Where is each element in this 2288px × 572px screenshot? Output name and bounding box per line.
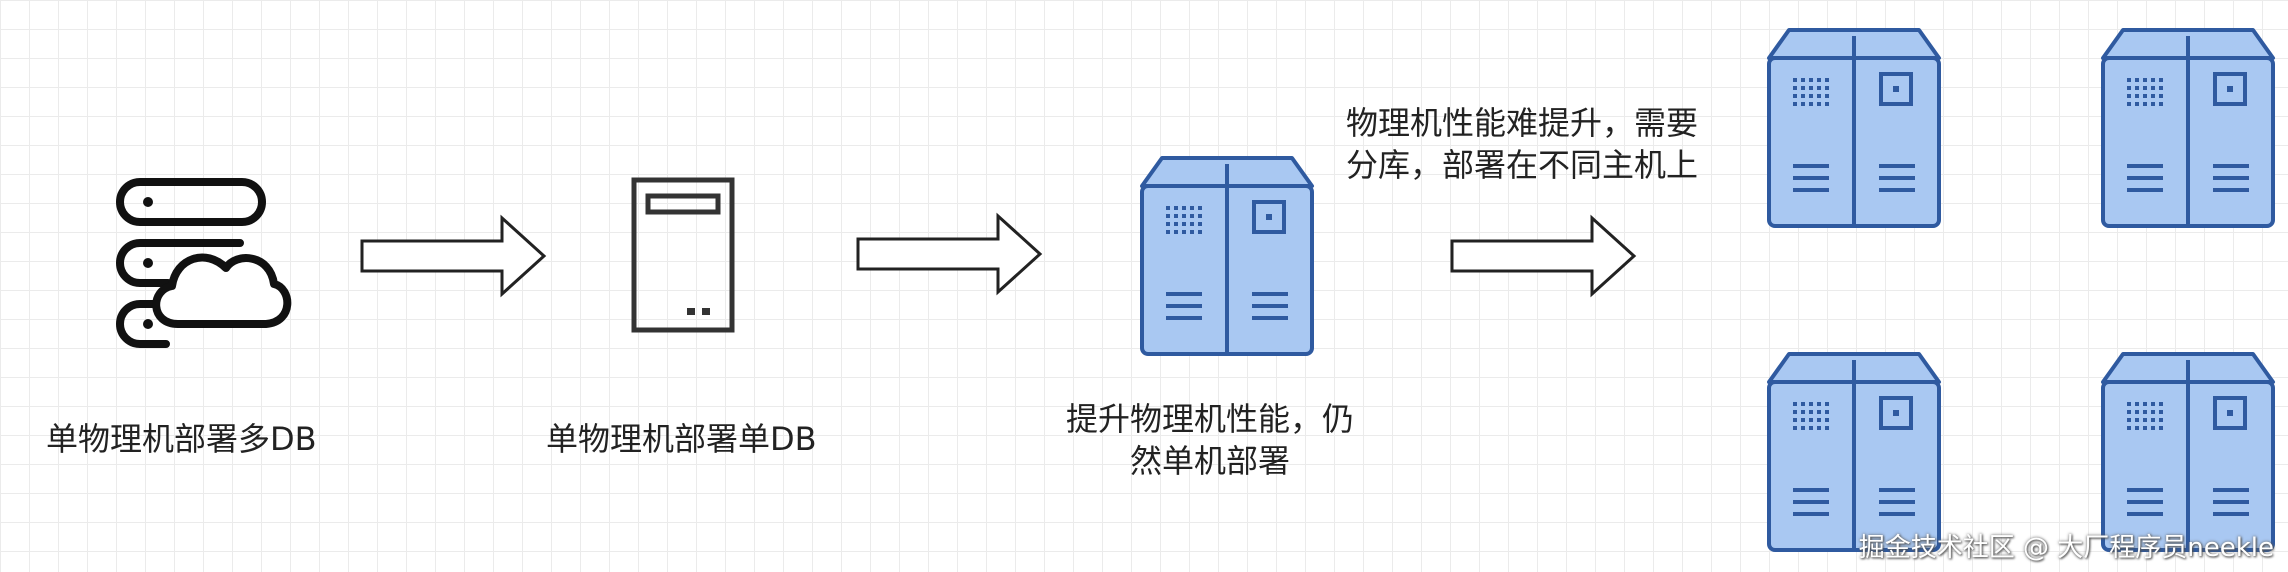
step2-label: 单物理机部署单DB [546, 420, 817, 458]
watermark: 掘金技术社区 @ 大厂程序员neekle [1858, 533, 2274, 563]
rack-server-icon-upgraded [1140, 156, 1314, 356]
step4-label: 物理机性能难提升，需要 分库，部署在不同主机上 [1346, 102, 1698, 186]
rack-server-icon-3 [1767, 352, 1941, 552]
server-cloud-icon [116, 178, 292, 348]
tower-server-icon [631, 177, 735, 333]
step3-label-line2: 然单机部署 [1129, 442, 1290, 480]
rack-server-icon-1 [1767, 28, 1941, 228]
rack-server-icon-4 [2101, 352, 2275, 552]
step1-label: 单物理机部署多DB [46, 420, 317, 458]
rack-server-icon-2 [2101, 28, 2275, 228]
arrow-right-icon-3 [1450, 216, 1636, 296]
step3-label-line1: 提升物理机性能，仍 [1065, 400, 1354, 438]
arrow-right-icon-1 [360, 216, 546, 296]
step3-label: 提升物理机性能，仍 然单机部署 [1045, 398, 1375, 482]
arrow-right-icon-2 [856, 214, 1042, 294]
step4-label-line2: 分库，部署在不同主机上 [1346, 146, 1699, 184]
step4-label-line1: 物理机性能难提升，需要 [1346, 104, 1699, 142]
server-cloud-dots [143, 197, 153, 329]
